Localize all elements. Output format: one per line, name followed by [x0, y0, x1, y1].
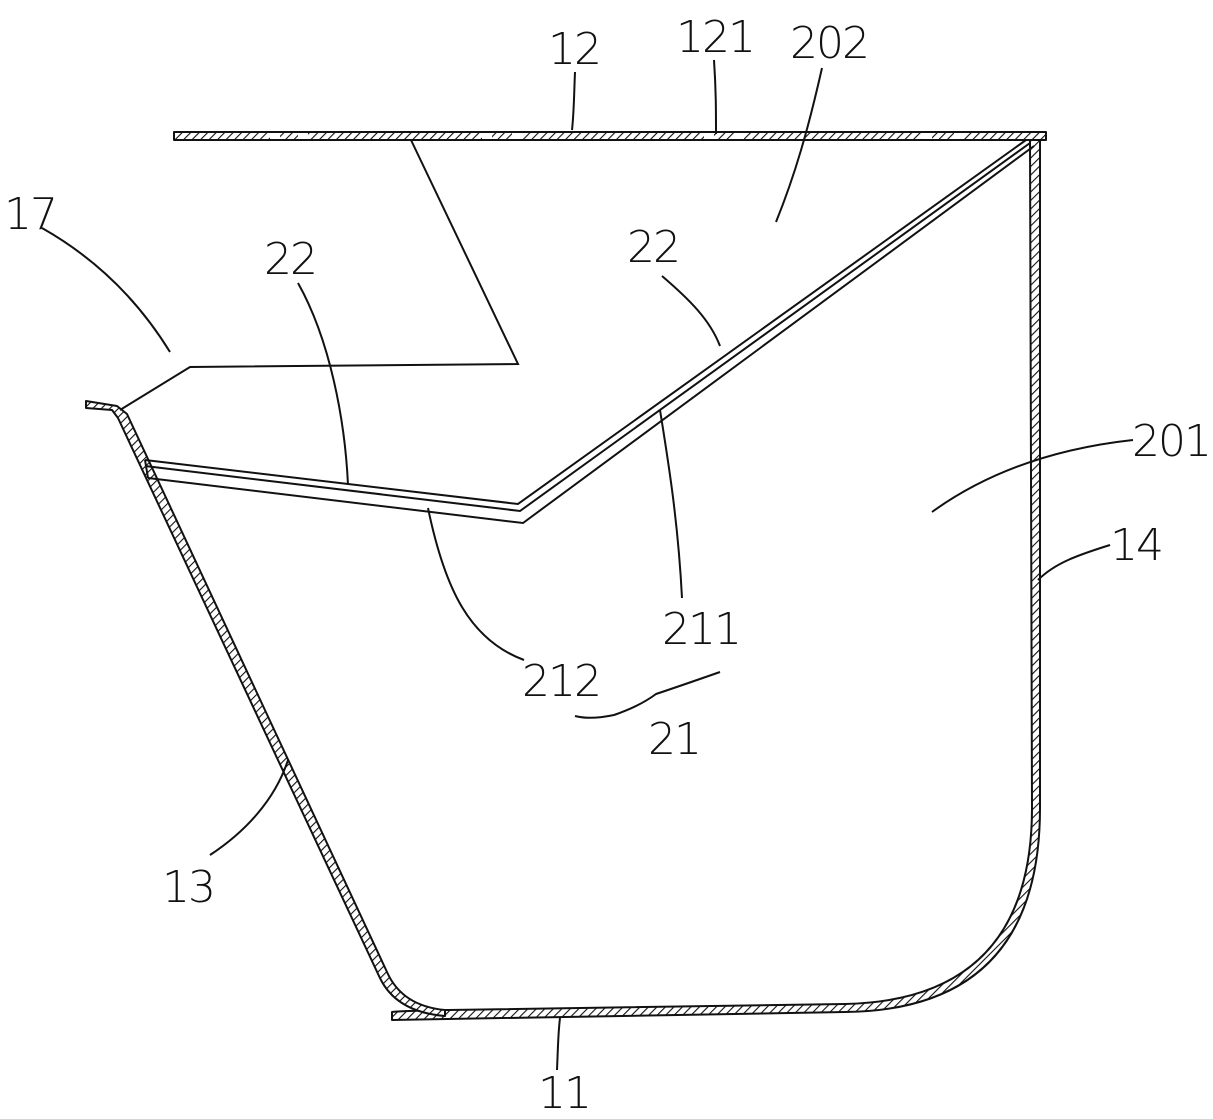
label-202: 202 — [790, 18, 868, 69]
top-plate — [173, 131, 1047, 141]
perforation-gaps — [270, 133, 964, 139]
partition-bottom-line — [147, 145, 1035, 525]
channel-17-outline — [119, 139, 520, 411]
label-212: 212 — [522, 656, 600, 707]
reference-numerals: 12 121 202 17 22 22 201 14 211 212 21 13… — [4, 12, 1212, 1119]
label-14: 14 — [1110, 520, 1162, 571]
label-211: 211 — [662, 604, 740, 655]
label-22-left: 22 — [264, 234, 316, 285]
right-wall-and-bottom — [391, 139, 1041, 1021]
label-121: 121 — [676, 12, 754, 63]
partition-left-end — [144, 459, 149, 479]
label-13: 13 — [162, 862, 214, 913]
leader-lines — [41, 59, 1134, 1071]
brace-21 — [574, 671, 721, 719]
label-11: 11 — [538, 1068, 590, 1119]
layer-22-upper-line — [144, 139, 1027, 506]
partition-21 — [144, 139, 1035, 525]
left-wall — [85, 400, 446, 1017]
label-12: 12 — [548, 24, 600, 75]
layer-22-lower-line — [144, 142, 1031, 513]
label-201: 201 — [1132, 416, 1210, 467]
label-21: 21 — [648, 714, 700, 765]
label-22-right: 22 — [627, 222, 679, 273]
label-17: 17 — [4, 189, 56, 240]
